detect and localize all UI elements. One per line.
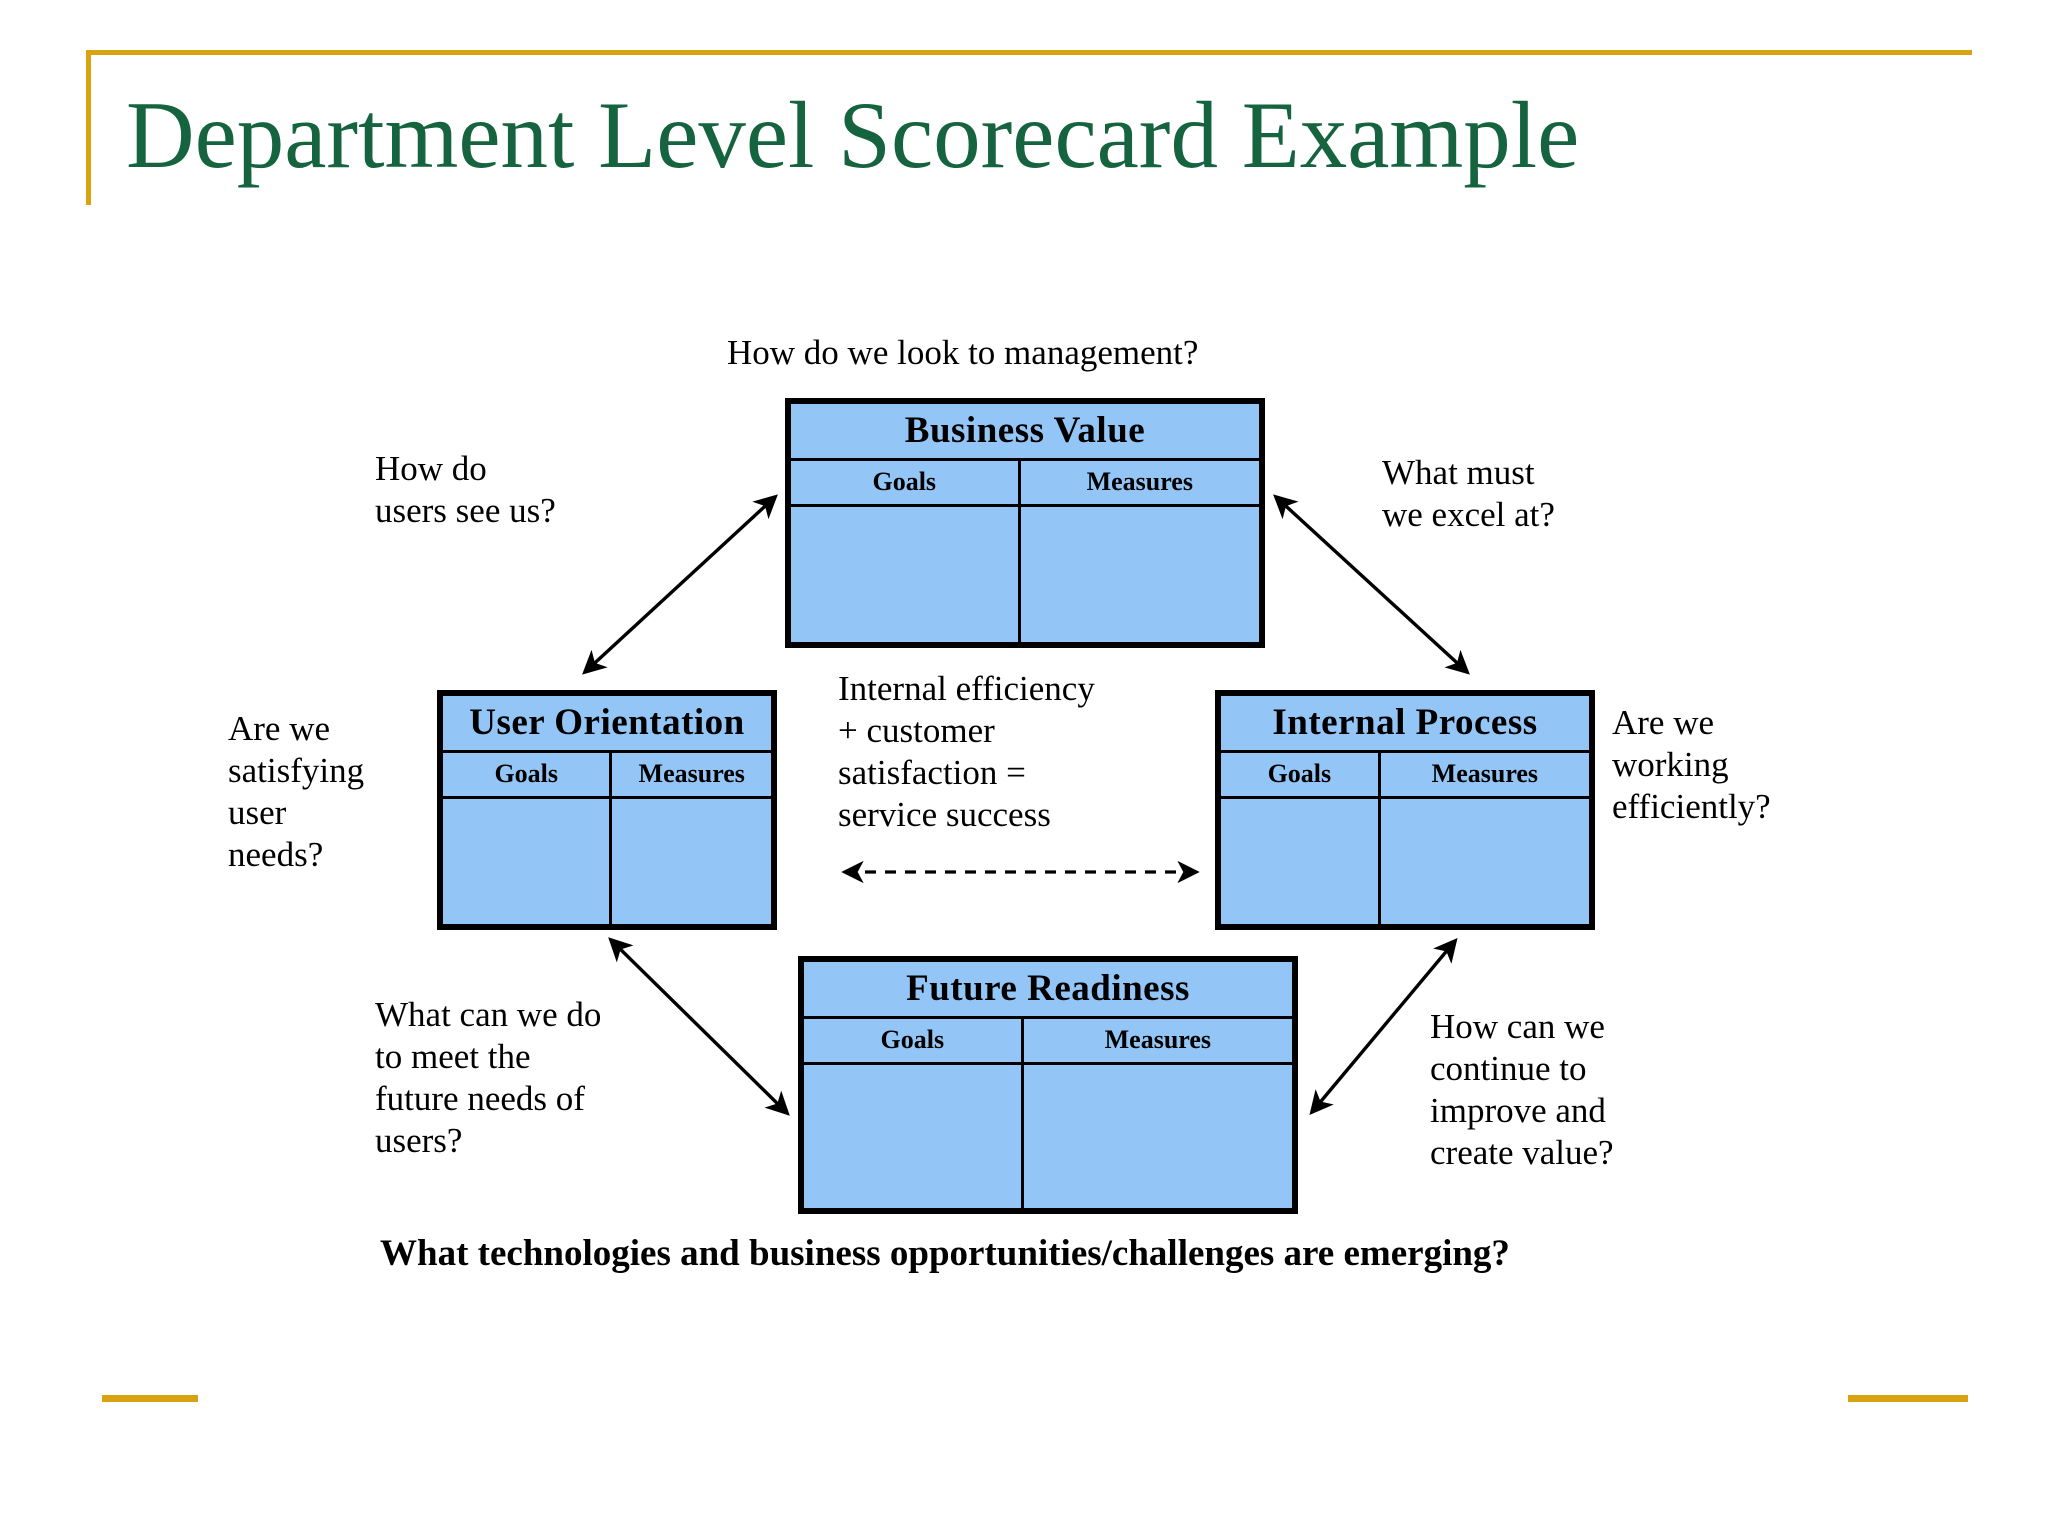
- label-how-do-we-look-to-management: How do we look to management?: [727, 333, 1199, 372]
- table-row[interactable]: [791, 507, 1259, 642]
- column-header-goals: Goals: [791, 461, 1021, 504]
- table-header-row: Goals Measures: [791, 461, 1259, 507]
- label-service-success-formula: Internal efficiency + customer satisfact…: [838, 669, 1095, 834]
- cell-measures[interactable]: [612, 799, 771, 924]
- table-row[interactable]: [804, 1065, 1292, 1208]
- cell-measures[interactable]: [1021, 507, 1259, 642]
- table-header-row: Goals Measures: [443, 753, 771, 799]
- slide-footer-rule-right: [1848, 1395, 1968, 1402]
- scorecard-title-future-readiness: Future Readiness: [906, 968, 1190, 1009]
- scorecard-title-internal-process: Internal Process: [1272, 702, 1538, 743]
- column-header-goals: Goals: [443, 753, 613, 796]
- label-how-can-we-improve-create-value: How can we continue to improve and creat…: [1430, 1007, 1614, 1172]
- cell-goals[interactable]: [791, 507, 1021, 642]
- label-what-technologies-emerging: What technologies and business opportuni…: [380, 1233, 1510, 1274]
- column-header-measures: Measures: [1431, 759, 1539, 788]
- column-header-goals: Goals: [804, 1019, 1024, 1062]
- scorecard-title-business-value: Business Value: [904, 410, 1146, 451]
- cell-measures[interactable]: [1024, 1065, 1292, 1208]
- table-row[interactable]: [443, 799, 771, 924]
- scorecard-table-future-readiness: Goals Measures: [804, 1016, 1292, 1208]
- scorecard-box-future-readiness[interactable]: Future Readiness Goals Measures: [798, 956, 1298, 1214]
- table-row[interactable]: [1221, 799, 1589, 924]
- column-header-measures: Measures: [1104, 1025, 1212, 1054]
- cell-goals[interactable]: [804, 1065, 1024, 1208]
- page-title: Department Level Scorecard Example: [126, 82, 1580, 188]
- table-header-row: Goals Measures: [804, 1019, 1292, 1065]
- scorecard-table-user-orientation: Goals Measures: [443, 750, 771, 924]
- cell-measures[interactable]: [1381, 799, 1589, 924]
- column-header-goals: Goals: [1221, 753, 1381, 796]
- scorecard-box-internal-process[interactable]: Internal Process Goals Measures: [1215, 690, 1595, 930]
- slide-frame-left-rule: [86, 50, 91, 205]
- scorecard-table-business-value: Goals Measures: [791, 458, 1259, 642]
- scorecard-title-user-orientation: User Orientation: [469, 702, 745, 743]
- label-what-must-we-excel-at: What must we excel at?: [1382, 453, 1555, 534]
- column-header-measures: Measures: [638, 759, 745, 788]
- scorecard-table-internal-process: Goals Measures: [1221, 750, 1589, 924]
- table-header-row: Goals Measures: [1221, 753, 1589, 799]
- scorecard-box-user-orientation[interactable]: User Orientation Goals Measures: [437, 690, 777, 930]
- slide-frame-top-rule: [86, 50, 1972, 55]
- scorecard-box-business-value[interactable]: Business Value Goals Measures: [785, 398, 1265, 648]
- label-are-we-satisfying-user-needs: Are we satisfying user needs?: [228, 709, 365, 874]
- column-header-measures: Measures: [1086, 467, 1193, 496]
- label-how-do-users-see-us: How do users see us?: [375, 449, 556, 530]
- slide-footer-rule-left: [102, 1395, 198, 1402]
- label-what-can-we-do-future-needs: What can we do to meet the future needs …: [375, 995, 602, 1160]
- cell-goals[interactable]: [443, 799, 613, 924]
- cell-goals[interactable]: [1221, 799, 1381, 924]
- label-are-we-working-efficiently: Are we working efficiently?: [1612, 703, 1771, 826]
